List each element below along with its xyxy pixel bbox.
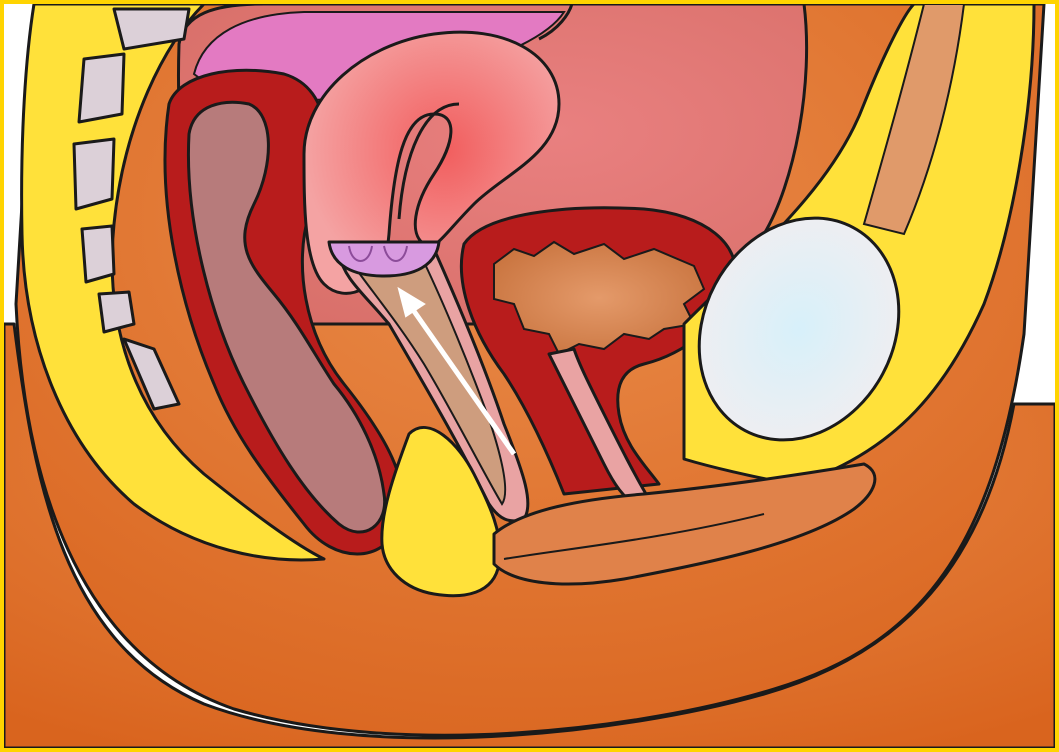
pelvic-anatomy-illustration: [4, 4, 1055, 748]
